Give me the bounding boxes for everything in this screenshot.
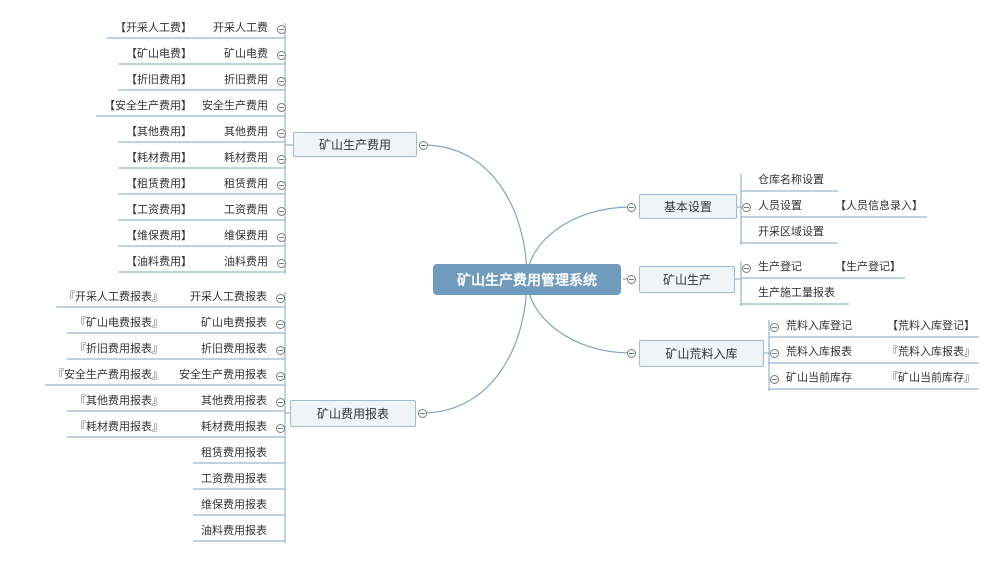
leaf-collapse-icon[interactable] bbox=[276, 154, 286, 164]
branch-collapse-icon[interactable] bbox=[626, 202, 636, 212]
leaf-item-label[interactable]: 其他费用 bbox=[224, 125, 268, 138]
leaf-collapse-icon[interactable] bbox=[276, 102, 286, 112]
leaf-collapse-icon[interactable] bbox=[275, 293, 285, 303]
leaf-collapse-icon[interactable] bbox=[276, 24, 286, 34]
leaf-collapse-icon[interactable] bbox=[769, 322, 779, 332]
leaf-collapse-icon[interactable] bbox=[276, 76, 286, 86]
leaf-collapse-icon[interactable] bbox=[769, 348, 779, 358]
tag-label[interactable]: 【安全生产费用】 bbox=[104, 99, 192, 112]
leaf-collapse-icon[interactable] bbox=[276, 206, 286, 216]
leaf-item-label[interactable]: 油料费用 bbox=[224, 255, 268, 268]
branch-collapse-icon[interactable] bbox=[626, 274, 636, 284]
tag-label[interactable]: 『矿山当前库存』 bbox=[887, 371, 975, 384]
leaf-item-label[interactable]: 荒料入库登记 bbox=[786, 319, 852, 332]
tag-label[interactable]: 【人员信息录入】 bbox=[835, 199, 923, 212]
leaf-item-label[interactable]: 其他费用报表 bbox=[201, 394, 267, 407]
leaf-item-label[interactable]: 开采人工费报表 bbox=[190, 290, 267, 303]
branch-collapse-icon[interactable] bbox=[417, 408, 427, 418]
leaf-item-label[interactable]: 工资费用报表 bbox=[201, 472, 267, 485]
leaf-collapse-icon[interactable] bbox=[275, 345, 285, 355]
leaf-item-label[interactable]: 租赁费用 bbox=[224, 177, 268, 190]
branch-node[interactable]: 矿山费用报表 bbox=[290, 400, 416, 427]
leaf-item-label[interactable]: 矿山当前库存 bbox=[786, 371, 852, 384]
leaf-collapse-icon[interactable] bbox=[769, 374, 779, 384]
leaf-item-label[interactable]: 开采区域设置 bbox=[758, 225, 824, 238]
leaf-item-label[interactable]: 生产施工量报表 bbox=[758, 286, 835, 299]
leaf-item-label[interactable]: 矿山电费 bbox=[224, 47, 268, 60]
leaf-item-label[interactable]: 安全生产费用报表 bbox=[179, 368, 267, 381]
tag-label[interactable]: 【折旧费用】 bbox=[126, 73, 192, 86]
branch-node[interactable]: 矿山生产 bbox=[639, 266, 735, 293]
leaf-item-label[interactable]: 油料费用报表 bbox=[201, 524, 267, 537]
leaf-item-label[interactable]: 耗材费用报表 bbox=[201, 420, 267, 433]
tag-label[interactable]: 『其他费用报表』 bbox=[75, 394, 163, 407]
leaf-item-label[interactable]: 仓库名称设置 bbox=[758, 173, 824, 186]
connector-line bbox=[421, 278, 528, 414]
leaf-item-label[interactable]: 耗材费用 bbox=[224, 151, 268, 164]
tag-label[interactable]: 『开采人工费报表』 bbox=[64, 290, 163, 303]
leaf-item-label[interactable]: 荒料入库报表 bbox=[786, 345, 852, 358]
tag-label[interactable]: 【矿山电费】 bbox=[126, 47, 192, 60]
branch-collapse-icon[interactable] bbox=[418, 140, 428, 150]
tag-label[interactable]: 【开采人工费】 bbox=[115, 21, 192, 34]
root-node[interactable]: 矿山生产费用管理系统 bbox=[433, 264, 621, 295]
leaf-item-label[interactable]: 折旧费用报表 bbox=[201, 342, 267, 355]
tag-label[interactable]: 【其他费用】 bbox=[126, 125, 192, 138]
leaf-item-label[interactable]: 生产登记 bbox=[758, 260, 802, 273]
tag-label[interactable]: 【荒料入库登记】 bbox=[887, 319, 975, 332]
leaf-item-label[interactable]: 租赁费用报表 bbox=[201, 446, 267, 459]
branch-node[interactable]: 基本设置 bbox=[639, 194, 737, 219]
leaf-item-label[interactable]: 维保费用报表 bbox=[201, 498, 267, 511]
leaf-collapse-icon[interactable] bbox=[276, 180, 286, 190]
leaf-item-label[interactable]: 折旧费用 bbox=[224, 73, 268, 86]
tag-label[interactable]: 『荒料入库报表』 bbox=[887, 345, 975, 358]
leaf-collapse-icon[interactable] bbox=[275, 319, 285, 329]
leaf-collapse-icon[interactable] bbox=[741, 263, 751, 273]
leaf-collapse-icon[interactable] bbox=[276, 232, 286, 242]
tag-label[interactable]: 【耗材费用】 bbox=[126, 151, 192, 164]
leaf-collapse-icon[interactable] bbox=[741, 202, 751, 212]
branch-collapse-icon[interactable] bbox=[626, 348, 636, 358]
leaf-collapse-icon[interactable] bbox=[275, 423, 285, 433]
leaf-item-label[interactable]: 开采人工费 bbox=[213, 21, 268, 34]
tag-label[interactable]: 【生产登记】 bbox=[835, 260, 901, 273]
leaf-collapse-icon[interactable] bbox=[276, 50, 286, 60]
tag-label[interactable]: 『矿山电费报表』 bbox=[75, 316, 163, 329]
leaf-collapse-icon[interactable] bbox=[275, 371, 285, 381]
leaf-collapse-icon[interactable] bbox=[276, 258, 286, 268]
leaf-item-label[interactable]: 维保费用 bbox=[224, 229, 268, 242]
branch-node[interactable]: 矿山荒料入库 bbox=[639, 340, 764, 367]
connector-line bbox=[422, 144, 528, 280]
leaf-item-label[interactable]: 矿山电费报表 bbox=[201, 316, 267, 329]
leaf-item-label[interactable]: 安全生产费用 bbox=[202, 99, 268, 112]
tag-label[interactable]: 『安全生产费用报表』 bbox=[53, 368, 163, 381]
tag-label[interactable]: 『耗材费用报表』 bbox=[75, 420, 163, 433]
leaf-item-label[interactable]: 工资费用 bbox=[224, 203, 268, 216]
tag-label[interactable]: 【工资费用】 bbox=[126, 203, 192, 216]
leaf-item-label[interactable]: 人员设置 bbox=[758, 199, 802, 212]
branch-node[interactable]: 矿山生产费用 bbox=[293, 132, 417, 157]
leaf-collapse-icon[interactable] bbox=[275, 397, 285, 407]
tag-label[interactable]: 【油料费用】 bbox=[126, 255, 192, 268]
tag-label[interactable]: 【租赁费用】 bbox=[126, 177, 192, 190]
tag-label[interactable]: 【维保费用】 bbox=[126, 229, 192, 242]
leaf-collapse-icon[interactable] bbox=[276, 128, 286, 138]
tag-label[interactable]: 『折旧费用报表』 bbox=[75, 342, 163, 355]
